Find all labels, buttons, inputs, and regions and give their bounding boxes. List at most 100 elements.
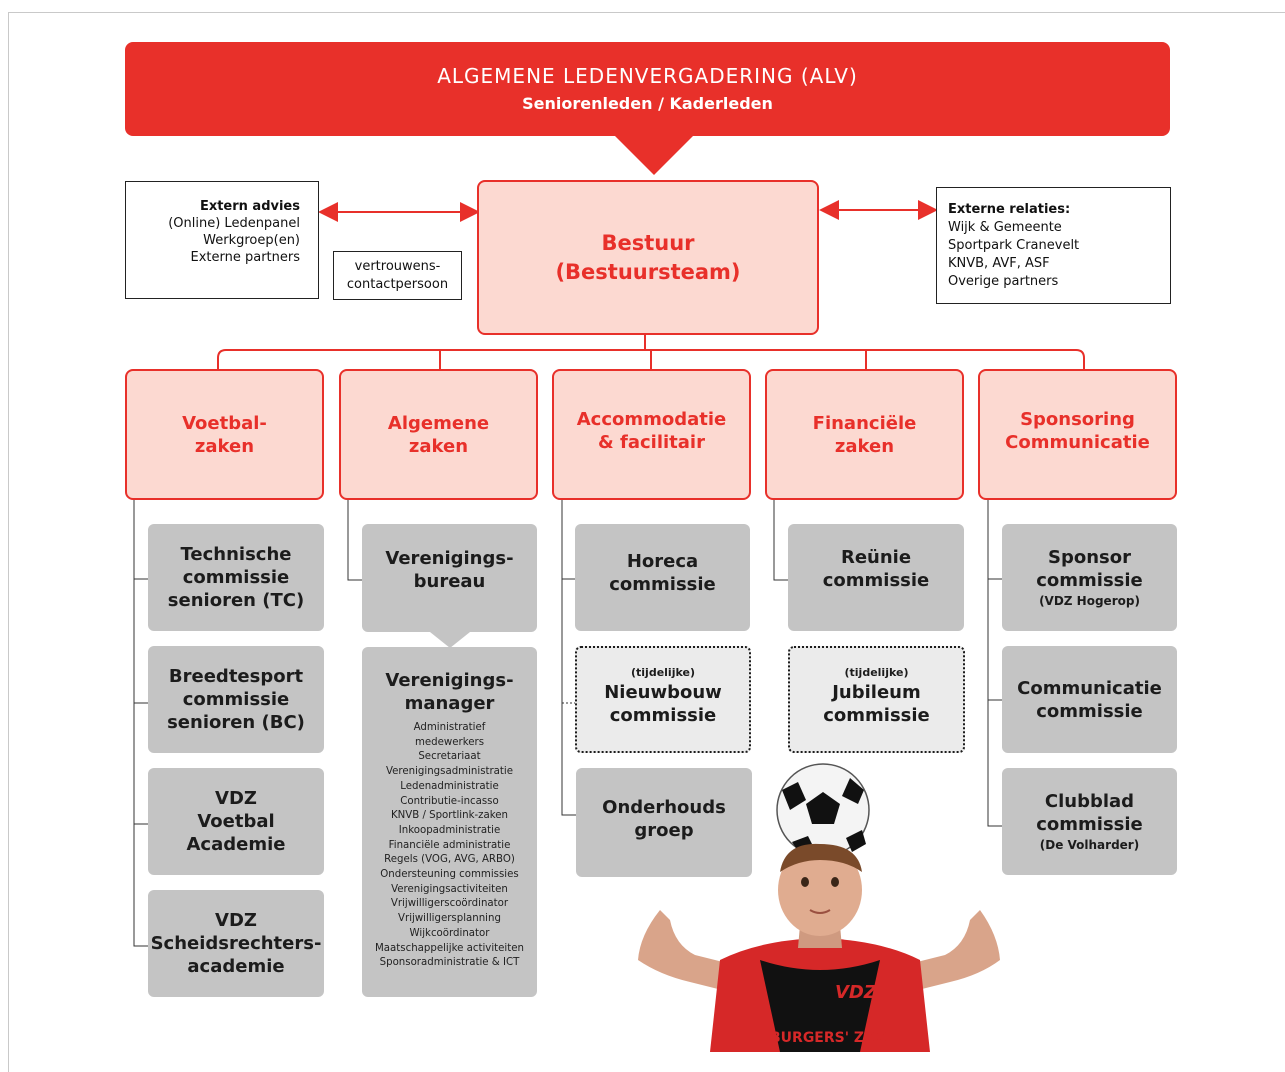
manager-task-item: Wijkcoördinator [409,927,490,939]
bestuur-subtitle: (Bestuursteam) [555,259,741,284]
verenigingsmanager-box: Verenigings- manager Administratief medew… [362,647,537,997]
manager-task-item: Regels (VOG, AVG, ARBO) [384,854,515,866]
manager-task-item: Verenigingsadministratie [385,766,514,778]
boy-with-football-image: VDZ BURGERS' ZOO [638,763,1000,1052]
box-label: VDZ [215,788,257,809]
alv-down-arrow [614,135,694,175]
box-label: Scheidsrechters- [150,933,322,954]
dept-label: zaken [194,435,255,457]
jubileum-commissie-box: (tijdelijke) Jubileum commissie [788,646,965,753]
manager-task-item: Maatschappelijke activiteiten [375,942,524,954]
reunie-commissie-box: Reünie commissie [788,524,964,631]
dept-label: Sponsoring [1020,408,1135,430]
extern-advies-line: Externe partners [190,250,300,265]
box-label: commissie [182,567,290,588]
dept-label: zaken [834,435,895,457]
box-label: commissie [609,704,717,726]
box-label: Verenigings- [385,548,514,569]
bestuur-title: Bestuur [601,230,695,255]
box-label: VDZ [215,910,257,931]
box-label: groep [634,819,694,841]
sponsor-commissie-box: Sponsor commissie (VDZ Hogerop) [1002,524,1177,631]
box-label: commissie [1036,569,1143,591]
box-label: academie [187,956,285,977]
manager-task-item: medewerkers [414,736,484,748]
alv-banner: ALGEMENE LEDENVERGADERING (ALV) Senioren… [125,42,1170,136]
box-label: Onderhouds [602,796,726,818]
manager-task-item: Sponsoradministratie & ICT [379,957,520,969]
box-label: commissie [1036,700,1143,722]
verenigingsbureau-box: Verenigings- bureau [362,524,537,632]
externe-relaties-line: Overige partners [948,274,1059,289]
nieuwbouw-commissie-box: (tijdelijke) Nieuwbouw commissie [575,646,751,753]
box-label: Academie [186,834,286,855]
box-label: Voetbal [197,811,275,832]
box-label: senioren (BC) [167,712,305,733]
box-label: Clubblad [1044,790,1135,812]
clubblad-commissie-box: Clubblad commissie (De Volharder) [1002,768,1177,875]
bestuur-box: Bestuur (Bestuursteam) [477,180,819,335]
dept-label: Voetbal- [182,412,267,434]
manager-task-item: Contributie-incasso [400,795,499,807]
manager-task-item: Secretariaat [418,751,481,763]
shirt-logo: VDZ [835,982,878,1003]
dept-financiele-zaken: Financiële zaken [765,369,964,500]
tijdelijk-tag: (tijdelijke) [631,665,695,679]
dept-voetbalzaken: Voetbal- zaken [125,369,324,500]
horeca-commissie-box: Horeca commissie [575,524,750,631]
box-label: manager [404,693,495,714]
extern-advies-line: (Online) Ledenpanel [168,216,300,231]
extern-advies-box: Extern advies (Online) Ledenpanel Werkgr… [125,181,319,299]
dept-label: Algemene [387,412,490,434]
extern-advies-heading: Extern advies [199,199,300,214]
box-label: Technische [180,544,292,565]
dept-accommodatie: Accommodatie & facilitair [552,369,751,500]
externe-relaties-heading: Externe relaties: [948,202,1071,217]
box-label: Horeca [626,550,699,572]
vertrouwens-line1: vertrouwens- [354,259,441,274]
externe-relaties-line: KNVB, AVF, ASF [948,256,1050,271]
box-label: bureau [413,571,486,592]
shirt-sponsor: BURGERS' ZOO [770,1030,888,1046]
manager-task-item: Ledenadministratie [400,780,499,792]
vertrouwenspersoon-box: vertrouwens- contactpersoon [333,251,462,300]
externe-relaties-line: Sportpark Cranevelt [948,238,1080,253]
box-label: senioren (TC) [167,590,305,611]
breedtesport-commissie-box: Breedtesport commissie senioren (BC) [148,646,324,753]
vertrouwens-line2: contactpersoon [346,277,449,292]
tijdelijk-tag: (tijdelijke) [844,665,909,679]
page-frame [8,12,1285,1072]
box-sublabel: (De Volharder) [1039,837,1140,852]
communicatie-commissie-box: Communicatie commissie [1002,646,1177,753]
technische-commissie-box: Technische commissie senioren (TC) [148,524,324,631]
box-label: commissie [609,573,716,595]
manager-task-item: Administratief [413,722,486,733]
box-sublabel: (VDZ Hogerop) [1039,593,1140,608]
voetbal-academie-box: VDZ Voetbal Academie [148,768,324,875]
manager-task-item: Financiële administratie [388,839,511,851]
manager-task-item: Inkoopadministratie [398,824,501,836]
dept-sponsoring-communicatie: Sponsoring Communicatie [978,369,1177,500]
manager-task-item: Verenigingsactiviteiten [391,883,508,895]
manager-task-item: KNVB / Sportlink-zaken [390,810,509,822]
box-label: commissie [822,569,930,591]
box-label: commissie [182,689,290,710]
alv-title: ALGEMENE LEDENVERGADERING (ALV) [437,64,858,88]
onderhoudsgroep-box: Onderhouds groep [576,768,752,877]
dept-label: Financiële [812,412,917,434]
box-label: Jubileum [832,681,921,703]
box-label: Verenigings- [385,670,514,691]
externe-relaties-box: Externe relaties: Wijk & Gemeente Sportp… [936,187,1171,304]
extern-advies-line: Werkgroep(en) [203,233,300,248]
box-label: Sponsor [1048,546,1131,568]
box-label: commissie [823,704,930,726]
scheidsrechters-academie-box: VDZ Scheidsrechters- academie [148,890,324,997]
box-label: Reünie [840,546,912,568]
externe-relaties-line: Wijk & Gemeente [948,220,1062,235]
dept-label: & facilitair [598,431,705,453]
alv-subtitle: Seniorenleden / Kaderleden [522,94,773,113]
manager-task-item: Vrijwilligerscoördinator [390,898,509,910]
football-icon [776,763,870,857]
